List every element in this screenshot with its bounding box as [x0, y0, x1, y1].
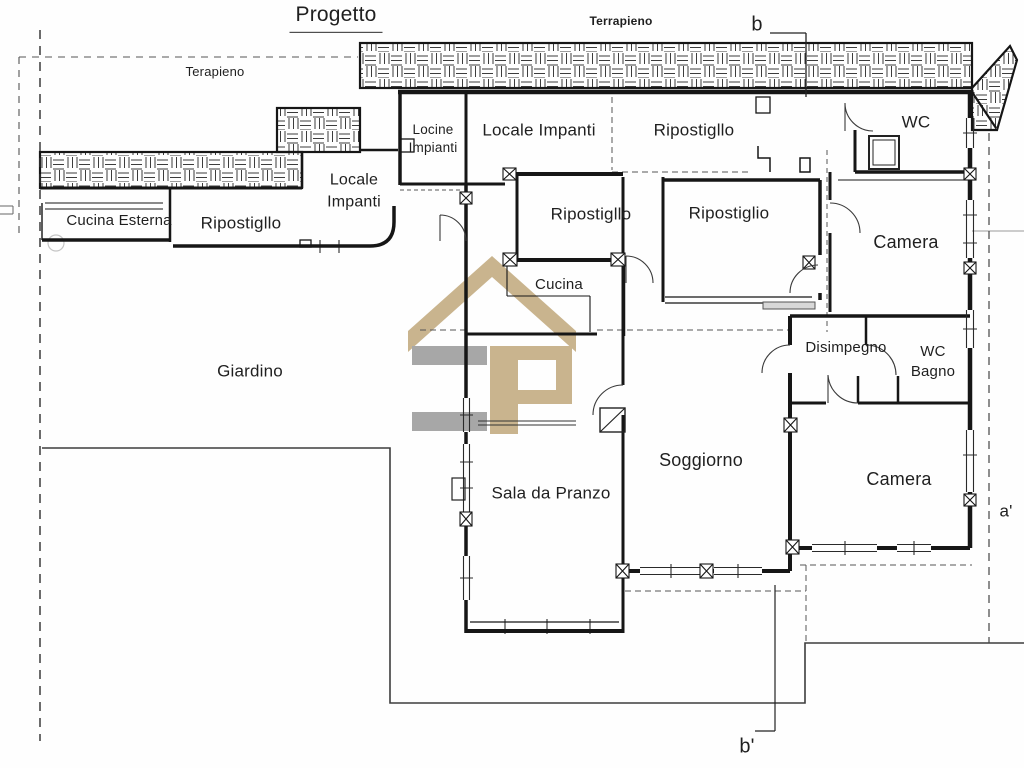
room-label-locale-impianti-top: Locale Impanti — [482, 120, 596, 140]
room-label-wc: WC — [901, 112, 931, 132]
pillar-squares — [459, 167, 977, 579]
watermark-roof-shape — [408, 256, 576, 352]
section-line-b-bottom — [755, 585, 776, 732]
watermark-gray-bar-top — [412, 346, 487, 365]
section-line-b-top — [770, 32, 807, 97]
room-label-ripostiglio-esterno: Ripostigllo — [200, 213, 282, 233]
section-lines — [755, 32, 990, 732]
watermark-gray-bar-bottom — [412, 412, 487, 431]
room-label-ripostiglio-top: Ripostigllo — [653, 120, 735, 140]
room-label-camera-nord: Camera — [873, 231, 939, 252]
terrapieno-corner-wedge — [970, 44, 1019, 132]
hidden-dashed-lines — [400, 97, 972, 642]
room-label-ripostiglio-centro-dx: Ripostiglio — [688, 203, 770, 223]
watermark-logo — [408, 256, 576, 434]
radiator-symbol — [451, 477, 466, 501]
room-label-camera-sud: Camera — [866, 468, 932, 489]
outdoor-strip-walls — [40, 148, 398, 253]
property-boundary-lines — [0, 30, 358, 741]
watermark-p-stem — [490, 346, 518, 434]
terrapieno-left-label: Terapieno — [185, 64, 245, 80]
door-arcs — [439, 102, 897, 416]
building-walls — [398, 89, 997, 634]
section-marker-b-prime: b' — [739, 735, 755, 758]
room-label-cucina: Cucina — [535, 275, 583, 293]
section-marker-a-prime: a' — [999, 501, 1013, 521]
section-marker-b: b — [751, 13, 763, 36]
reference-circle-symbol — [47, 234, 65, 252]
page-title: Progetto — [289, 1, 383, 34]
room-label-ripostiglio-centro-sx: Ripostigllo — [550, 204, 632, 224]
room-label-disimpegno: Disimpegno — [805, 338, 887, 356]
garden-boundary — [42, 230, 1024, 704]
fireplace-symbol — [599, 407, 626, 433]
fixtures — [451, 135, 900, 501]
terrapieno-right-label: Terrapieno — [589, 13, 653, 28]
room-label-sala-da-pranzo: Sala da Pranzo — [491, 483, 611, 503]
room-label-soggiorno: Soggiorno — [659, 449, 743, 470]
room-label-cucina-esterna: Cucina Esterna — [66, 211, 172, 229]
watermark-p-bowl — [518, 346, 572, 404]
shower-box — [868, 135, 900, 170]
area-label-giardino: Giardino — [217, 361, 283, 381]
